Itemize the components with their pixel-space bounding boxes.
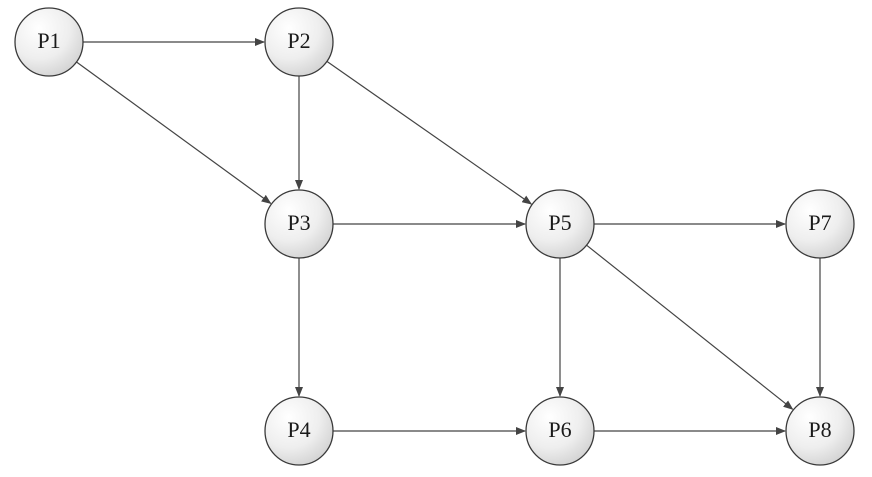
edge-p5-to-p8 <box>586 244 794 410</box>
node-p4: P4 <box>264 396 334 466</box>
node-circle <box>264 7 334 77</box>
node-p2: P2 <box>264 7 334 77</box>
node-p1: P1 <box>14 7 84 77</box>
node-circle <box>785 189 855 259</box>
node-p8: P8 <box>785 396 855 466</box>
node-label: P5 <box>548 210 571 235</box>
node-circle <box>525 396 595 466</box>
node-circle <box>264 396 334 466</box>
node-circle <box>14 7 84 77</box>
node-label: P2 <box>287 28 310 53</box>
node-label: P4 <box>287 417 310 442</box>
edge-p2-to-p5 <box>326 60 533 205</box>
node-label: P7 <box>808 210 831 235</box>
edges-layer <box>76 38 824 435</box>
node-circle <box>785 396 855 466</box>
node-label: P1 <box>37 28 60 53</box>
node-p7: P7 <box>785 189 855 259</box>
node-label: P6 <box>548 417 571 442</box>
node-p5: P5 <box>525 189 595 259</box>
edge-p1-to-p3 <box>76 61 272 204</box>
node-circle <box>264 189 334 259</box>
node-p6: P6 <box>525 396 595 466</box>
node-label: P3 <box>287 210 310 235</box>
node-circle <box>525 189 595 259</box>
node-label: P8 <box>808 417 831 442</box>
node-p3: P3 <box>264 189 334 259</box>
